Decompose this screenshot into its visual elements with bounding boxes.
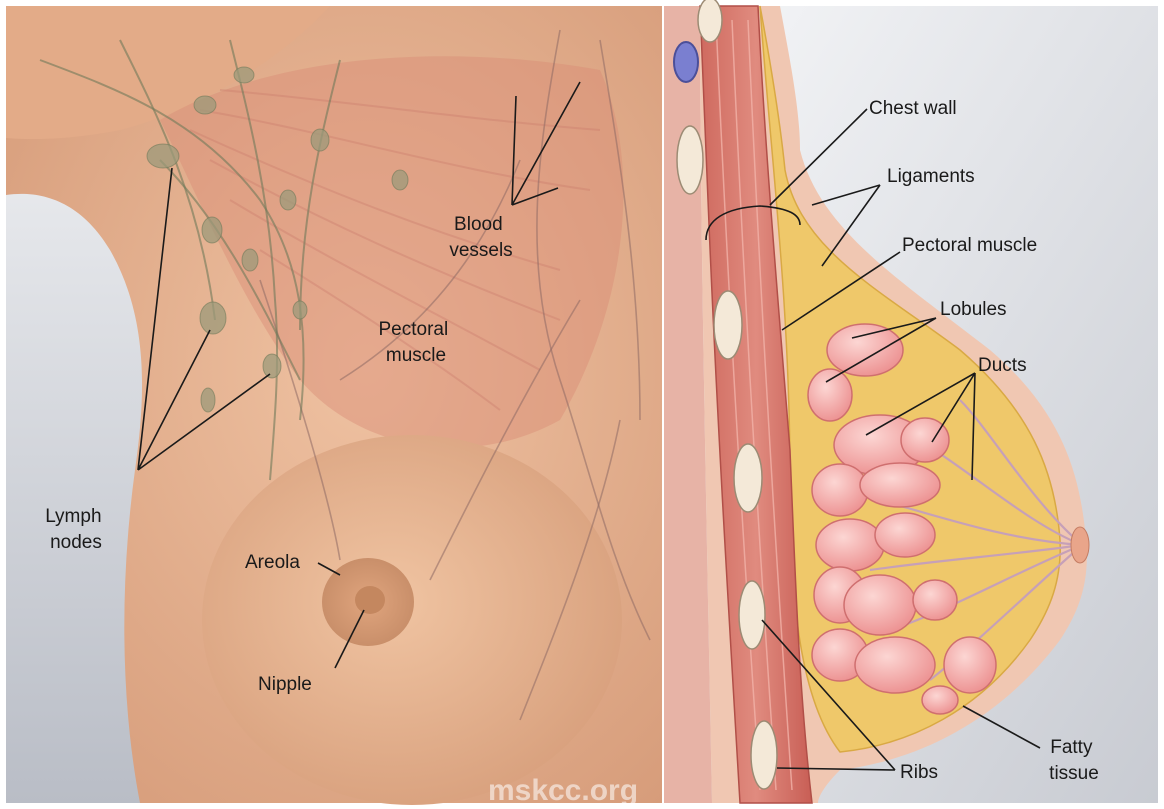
- nipple-shape: [355, 586, 385, 614]
- label-ribs: Ribs: [900, 762, 938, 783]
- label-lobules: Lobules: [940, 299, 1007, 320]
- label-nipple: Nipple: [258, 674, 312, 695]
- label-pectoral-muscle-side: Pectoral muscle: [902, 235, 1037, 256]
- watermark: mskcc.org: [488, 774, 638, 807]
- vessel-cross-section: [674, 42, 698, 82]
- front-view-panel: Blood vessels Pectoral muscle Lymph node…: [6, 6, 662, 807]
- panel-divider: [662, 6, 664, 803]
- side-nipple: [1071, 527, 1089, 563]
- label-ducts: Ducts: [978, 355, 1027, 376]
- label-ligaments: Ligaments: [887, 166, 975, 187]
- label-chest-wall: Chest wall: [869, 98, 957, 119]
- label-areola: Areola: [245, 552, 300, 573]
- side-view-panel: Chest wall Ligaments Pectoral muscle Lob…: [664, 0, 1158, 803]
